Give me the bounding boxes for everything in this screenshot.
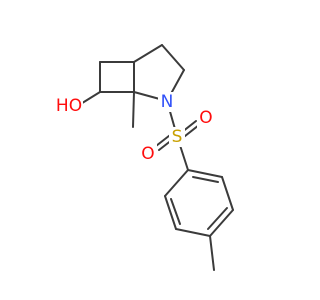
hydroxyl-label-bg <box>53 96 83 116</box>
bond-bz2 <box>221 176 234 211</box>
bond-bz1 <box>187 169 223 178</box>
label-layer: HO N S O O <box>53 92 215 164</box>
nitrogen-label-bg <box>158 92 176 112</box>
bond-pr2 <box>161 44 185 71</box>
bond-bz4 <box>175 228 211 237</box>
bond-bz6 <box>164 169 189 197</box>
nitrogen-label: N <box>161 92 174 112</box>
oxygen-upper-label-bg <box>197 108 215 128</box>
bond-bz-inner2 <box>207 207 228 230</box>
oxygen-upper-label: O <box>199 108 212 128</box>
bond-bz3 <box>209 209 234 237</box>
bond-bz-inner3 <box>170 198 181 225</box>
bond-bz5 <box>164 195 177 230</box>
molecule-structure: HO N S O O <box>53 44 234 271</box>
oxygen-lower-label-bg <box>139 144 157 164</box>
sulfur-label: S <box>172 127 183 147</box>
bond-methyl-1 <box>132 91 135 128</box>
bond-pr1 <box>133 44 163 63</box>
sulfur-label-bg <box>169 127 185 147</box>
bond-bz-inner1 <box>192 176 219 183</box>
hydroxyl-label: HO <box>56 96 82 116</box>
bond-methyl-2 <box>209 235 215 271</box>
oxygen-lower-label: O <box>141 144 154 164</box>
